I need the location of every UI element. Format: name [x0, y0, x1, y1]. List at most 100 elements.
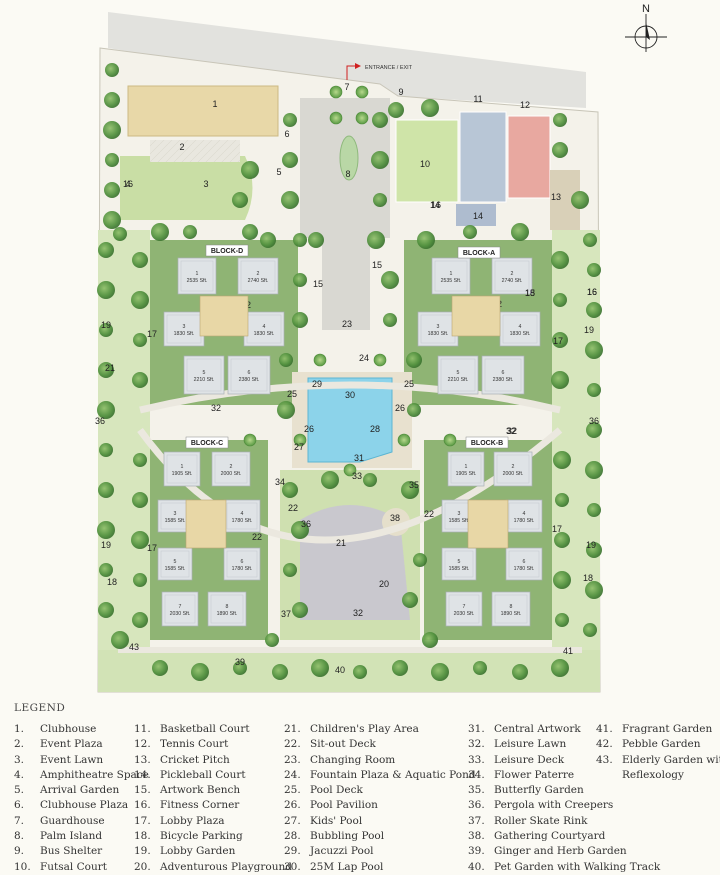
- legend-item-text: Pickleball Court: [160, 768, 246, 781]
- legend-item-text: Cricket Pitch: [160, 753, 230, 766]
- amenity-number: 18: [107, 577, 117, 587]
- tree-icon: [282, 482, 298, 498]
- pickleball-court: [456, 204, 496, 226]
- unit-area: 1830 Sft.: [510, 331, 531, 337]
- legend-item-text: Pool Pavilion: [310, 799, 378, 812]
- tree-icon: [242, 224, 258, 240]
- legend-item: 29.Jacuzzi Pool: [284, 844, 476, 859]
- tree-icon: [292, 602, 308, 618]
- palm-tree-icon: [355, 111, 369, 125]
- legend-item-number: 7.: [14, 814, 25, 827]
- tree-icon: [554, 532, 570, 548]
- amenity-number: 30: [345, 390, 355, 400]
- legend-item-number: 20.: [134, 860, 151, 873]
- unit-area: 1905 Sft.: [172, 471, 193, 477]
- tree-icon: [272, 664, 288, 680]
- legend-item: 10.Futsal Court: [14, 860, 149, 875]
- tree-icon: [151, 223, 169, 241]
- unit-number: 6: [241, 559, 244, 565]
- legend-item: 38.Gathering Courtyard: [468, 829, 660, 844]
- block-c-name: BLOCK-C: [191, 440, 223, 447]
- unit-number: 4: [263, 324, 266, 330]
- tree-icon: [97, 281, 115, 299]
- tree-icon: [99, 323, 113, 337]
- legend-item: 27.Kids' Pool: [284, 814, 476, 829]
- tree-icon: [104, 92, 120, 108]
- amenity-number: 36: [589, 416, 599, 426]
- legend-item-number: 27.: [284, 814, 301, 827]
- amenity-number: 17: [553, 336, 563, 346]
- tree-icon: [431, 663, 449, 681]
- tree-icon: [133, 453, 147, 467]
- unit-number: 3: [183, 324, 186, 330]
- amenity-number: 18: [525, 288, 535, 298]
- tree-icon: [551, 251, 569, 269]
- tree-icon: [551, 659, 569, 677]
- legend-item-text: Roller Skate Rink: [494, 814, 588, 827]
- legend-item: 24.Fountain Plaza & Aquatic Pond: [284, 768, 476, 783]
- legend-item: 34.Flower Paterre: [468, 768, 660, 783]
- legend-item-number: 15.: [134, 784, 151, 797]
- legend-item-text: Lobby Plaza: [160, 814, 225, 827]
- amenity-number: 36: [301, 519, 311, 529]
- unit-area: 2000 Sft.: [221, 471, 242, 477]
- tree-icon: [587, 383, 601, 397]
- unit-number: 2: [511, 271, 514, 277]
- legend-item-number: 31.: [468, 723, 485, 735]
- tree-icon: [587, 503, 601, 517]
- legend-item-number: 39.: [468, 845, 485, 858]
- unit-number: 6: [523, 559, 526, 565]
- tree-icon: [191, 663, 209, 681]
- legend-item-number: 18.: [134, 830, 151, 843]
- tree-icon: [113, 227, 127, 241]
- legend-item-text: Pet Garden with Walking Track: [494, 860, 661, 873]
- legend-item-text: Fitness Corner: [160, 799, 240, 812]
- legend-item-text: Jacuzzi Pool: [310, 845, 374, 858]
- legend-item: 6.Clubhouse Plaza: [14, 798, 149, 813]
- tree-icon: [555, 613, 569, 627]
- amenity-number: 1: [212, 99, 217, 109]
- tree-icon: [321, 471, 339, 489]
- amenity-number: 25: [404, 379, 414, 389]
- legend-item-text: Central Artwork: [494, 723, 581, 735]
- palm-tree-icon: [373, 353, 387, 367]
- entrance-label: ENTRANCE / EXIT: [365, 65, 413, 71]
- amenity-number: 12: [520, 100, 530, 110]
- amenity-number: 19: [586, 540, 596, 550]
- amenity-number: 10: [420, 159, 430, 169]
- legend-item: 8.Palm Island: [14, 829, 149, 844]
- basketball-court: [459, 111, 507, 203]
- legend-item: 43.Elderly Garden with: [596, 753, 720, 768]
- trees: [97, 63, 603, 681]
- tree-icon: [293, 233, 307, 247]
- palm-tree-icon: [293, 433, 307, 447]
- unit-number: 3: [174, 511, 177, 517]
- amenity-number: 22: [288, 503, 298, 513]
- amenity-number: 38: [390, 513, 400, 523]
- tree-icon: [552, 332, 568, 348]
- amenity-number: 6: [284, 129, 289, 139]
- tree-icon: [111, 631, 129, 649]
- palm-tree-icon: [397, 433, 411, 447]
- legend-item-text: Gathering Courtyard: [494, 830, 606, 843]
- palm-tree-icon: [343, 463, 357, 477]
- event-plaza: [150, 140, 240, 162]
- legend-item: 5.Arrival Garden: [14, 783, 149, 798]
- legend-item-number: 36.: [468, 799, 485, 812]
- tree-icon: [292, 312, 308, 328]
- tree-icon: [553, 113, 567, 127]
- palm-tree-icon: [243, 433, 257, 447]
- legend-item-number: 17.: [134, 814, 151, 827]
- amenity-number: 17: [147, 543, 157, 553]
- unit-number: 6: [502, 370, 505, 376]
- legend-item-text: Event Plaza: [40, 738, 103, 751]
- tree-icon: [383, 313, 397, 327]
